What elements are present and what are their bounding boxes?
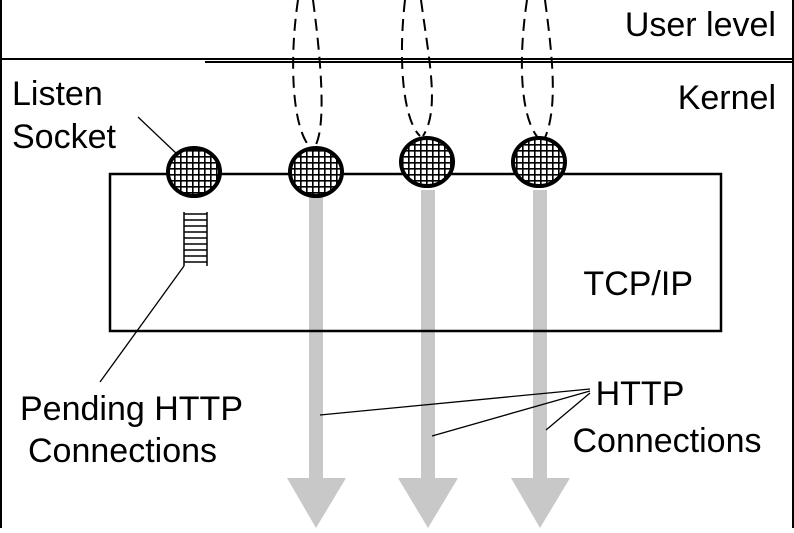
http-leaders (319, 388, 591, 437)
dashed-loop-2-right (420, 0, 433, 137)
http-label-line2: Connections (572, 422, 761, 460)
connection-socket-2 (399, 136, 455, 188)
connection-socket-1 (288, 146, 344, 198)
tcpip-label: TCP/IP (583, 265, 693, 303)
dashed-loop-2-left (401, 0, 421, 137)
connection-arrow-3 (511, 190, 570, 528)
connection-arrow-1 (287, 195, 346, 528)
kernel-label: Kernel (678, 79, 776, 117)
listen-socket-label-line2: Socket (12, 118, 116, 156)
connection-arrow-2 (398, 190, 458, 528)
dashed-loop-1-left (292, 0, 312, 149)
dashed-loop-1-right (312, 0, 323, 149)
http-label-line1: HTTP (596, 375, 685, 413)
dashed-loop-3-left (520, 0, 541, 141)
tcpip-box (108, 172, 723, 333)
dashed-loops (292, 0, 554, 149)
dashed-loop-3-right (543, 0, 554, 141)
connection-socket-3 (511, 136, 567, 188)
listen-socket-label-line1: Listen (12, 75, 103, 113)
pending-label-line1: Pending HTTP (20, 390, 243, 428)
listen-socket-leader (137, 116, 179, 156)
listen-socket (166, 146, 222, 198)
pending-label-line2: Connections (28, 432, 217, 470)
user-level-label: User level (625, 6, 776, 44)
pending-queue (183, 212, 208, 266)
pending-leader (99, 265, 185, 383)
